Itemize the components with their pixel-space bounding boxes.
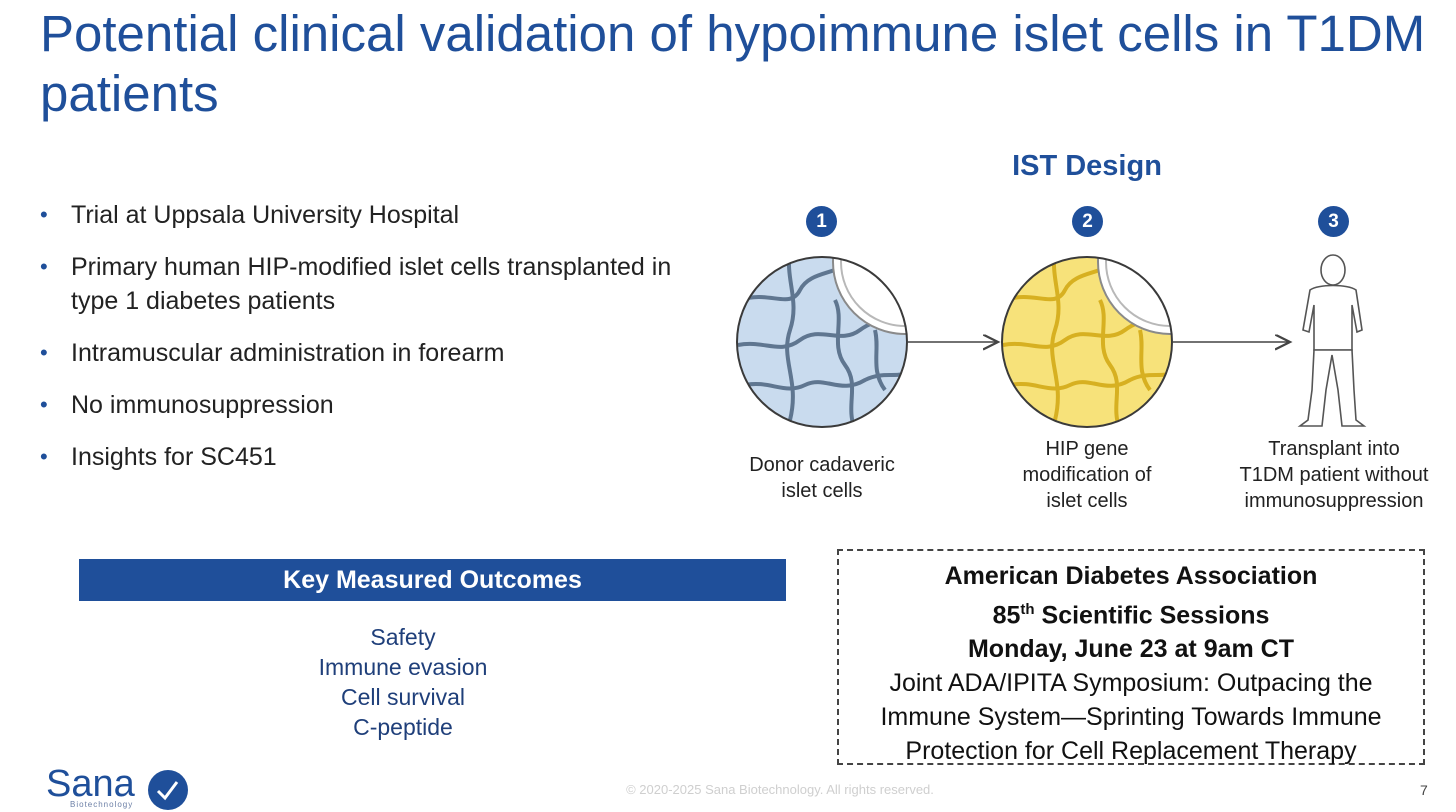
outcome-item: Immune evasion <box>318 654 488 680</box>
bullet-list: • Trial at Uppsala University Hospital • P… <box>40 198 680 492</box>
event-callout-box: American Diabetes Association 85th Scien… <box>837 549 1425 765</box>
bullet-text: Intramuscular administration in forearm <box>71 339 505 367</box>
outcomes-list: Safety Immune evasion Cell survival C-pe… <box>79 622 727 742</box>
bullet-item: • Intramuscular administration in forearm <box>40 336 680 370</box>
outcome-item: C-peptide <box>353 714 453 740</box>
event-session: 85th Scientific Sessions <box>992 601 1270 630</box>
event-desc-line: Joint ADA/IPITA Symposium: Outpacing the <box>889 669 1373 698</box>
step-3-badge: 3 <box>1318 206 1349 237</box>
hip-modified-cell-icon <box>1001 256 1173 428</box>
outcomes-header: Key Measured Outcomes <box>79 559 786 601</box>
bullet-item: • Trial at Uppsala University Hospital <box>40 198 680 232</box>
bullet-item: • Insights for SC451 <box>40 440 680 474</box>
bullet-item: • Primary human HIP-modified islet cells … <box>40 250 680 318</box>
bullet-item: • No immunosuppression <box>40 388 680 422</box>
event-org: American Diabetes Association <box>944 562 1318 590</box>
bullet-text: No immunosuppression <box>71 391 334 419</box>
ist-design-title: IST Design <box>1012 150 1162 182</box>
event-desc-line: Immune System—Sprinting Towards Immune <box>880 703 1382 732</box>
event-date: Monday, June 23 at 9am CT <box>967 635 1294 664</box>
bullet-marker: • <box>40 340 48 365</box>
bullet-text: Trial at Uppsala University Hospital <box>71 201 460 229</box>
sana-logo: Sana Biotechnology <box>46 763 188 810</box>
step-3-label: Transplant into T1DM patient without imm… <box>1239 438 1429 512</box>
logo-check-icon <box>148 770 188 810</box>
slide-title: Potential clinical validation of hypoimm… <box>40 5 1426 122</box>
logo-subtext: Biotechnology <box>70 800 134 809</box>
step-2-label: HIP gene modification of islet cells <box>1022 438 1152 512</box>
copyright: © 2020-2025 Sana Biotechnology. All righ… <box>626 782 934 797</box>
logo-wordmark: Sana <box>46 763 135 805</box>
event-desc-line: Protection for Cell Replacement Therapy <box>905 737 1357 766</box>
step-1-badge: 1 <box>806 206 837 237</box>
outcome-item: Safety <box>370 624 436 650</box>
bullet-marker: • <box>40 202 48 227</box>
page-number: 7 <box>1420 782 1428 798</box>
step-2-badge: 2 <box>1072 206 1103 237</box>
bullet-marker: • <box>40 444 48 469</box>
outcome-item: Cell survival <box>341 684 465 710</box>
islet-cell-icon <box>736 256 908 428</box>
step-1-label: Donor cadaveric islet cells <box>749 454 895 502</box>
bullet-marker: • <box>40 254 48 279</box>
bullet-marker: • <box>40 392 48 417</box>
bullet-text: Primary human HIP-modified islet cells t… <box>71 253 672 315</box>
bullet-text: Insights for SC451 <box>71 443 277 471</box>
patient-figure-icon <box>1297 254 1367 427</box>
